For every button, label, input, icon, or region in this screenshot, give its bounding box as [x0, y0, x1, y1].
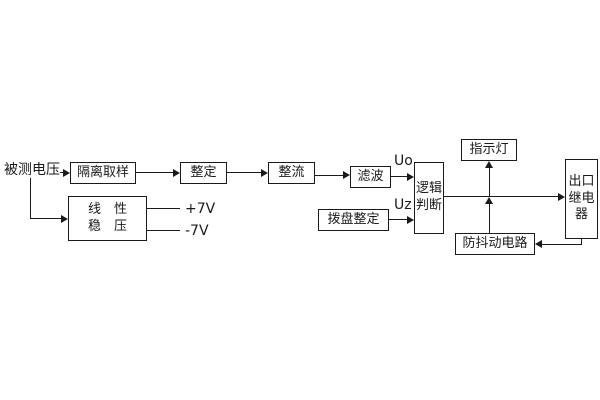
uo-label: Uo [394, 153, 413, 169]
arrowhead-into-setting-icon [173, 169, 180, 177]
line-source-branch-down [30, 178, 31, 219]
line-setting-to-rectifier [227, 172, 261, 173]
line-branch-to-regulator [30, 218, 61, 219]
line-relay-to-antijitter [542, 244, 582, 245]
line-source-to-isolation [60, 172, 63, 173]
uz-label: Uz [394, 197, 412, 213]
line-minus7v [147, 230, 180, 231]
measured-voltage-label: 被测电压 [4, 162, 60, 178]
arrowhead-into-regulator-icon [61, 215, 68, 223]
box-setting: 整定 [180, 162, 227, 184]
arrowhead-into-rectifier-icon [261, 169, 268, 177]
box-dial-setting: 拨盘整定 [318, 209, 389, 231]
box-output-relay: 出口 继电 器 [565, 159, 598, 239]
arrowhead-uo-into-logic-icon [407, 173, 414, 181]
box-rectifier: 整流 [268, 162, 315, 184]
arrowhead-into-relay-icon [558, 193, 565, 201]
line-dial-to-logic [389, 219, 407, 220]
line-antijitter-to-junction [489, 204, 490, 233]
box-isolation-sampling: 隔离取样 [70, 162, 136, 184]
line-isolation-to-setting [136, 172, 173, 173]
line-junction-to-indicator [489, 168, 490, 197]
line-plus7v [147, 208, 180, 209]
arrowhead-uz-into-logic-icon [407, 216, 414, 224]
box-anti-jitter: 防抖动电路 [455, 233, 535, 255]
arrowhead-into-filter-icon [343, 171, 350, 179]
arrowhead-into-antijitter-icon [535, 240, 542, 248]
plus7v-label: +7V [185, 201, 216, 217]
arrowhead-antijitter-to-junction-icon [485, 197, 493, 204]
box-linear-regulator: 线 性 稳 压 [68, 196, 147, 241]
line-relay-down [581, 239, 582, 245]
box-indicator-light: 指示灯 [461, 139, 517, 161]
box-logic-judgment: 逻辑 判断 [414, 162, 444, 234]
arrowhead-into-indicator-icon [485, 161, 493, 168]
box-filter: 滤波 [350, 166, 391, 188]
arrowhead-into-isolation-icon [63, 169, 70, 177]
line-rectifier-to-filter [315, 175, 343, 176]
minus7v-label: -7V [185, 223, 209, 239]
line-filter-to-logic [391, 176, 407, 177]
line-logic-to-relay [444, 196, 558, 197]
